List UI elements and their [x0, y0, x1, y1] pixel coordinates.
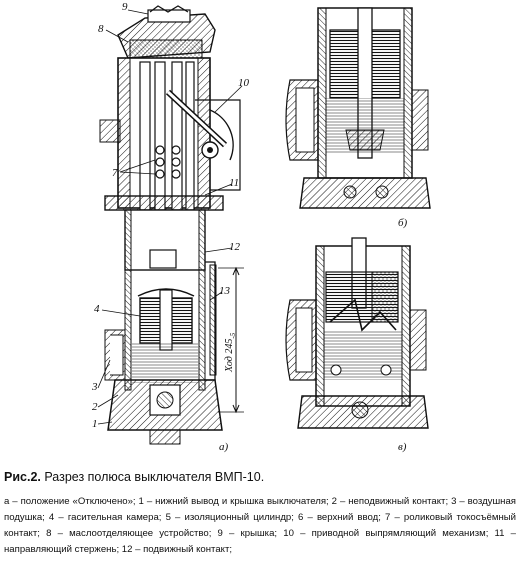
callout-12: 12: [229, 241, 241, 253]
caption-legend: а – положение «Отключено»; 1 – нижний вы…: [4, 494, 516, 558]
callout-4: 4: [94, 303, 100, 315]
callout-7: 7: [112, 167, 118, 179]
legend-line-1: а – положение «Отключено»; 1 – нижний вы…: [4, 496, 449, 507]
svg-text:Ход 245-5: Ход 245-5: [224, 332, 237, 373]
callout-1: 1: [92, 418, 98, 430]
callout-8: 8: [98, 23, 104, 35]
legend-line-3: 7 – роликовый токосъёмный контакт; 8 – м…: [4, 512, 516, 555]
callout-9: 9: [122, 1, 128, 13]
legend-line-2: 3 – воздушная подушка; 4 – гасительная к…: [4, 496, 516, 523]
view-c-label: в): [398, 441, 407, 453]
callout-2: 2: [92, 401, 98, 413]
callout-11: 11: [229, 177, 239, 189]
stroke-dimension-sub: -5: [229, 332, 237, 338]
view-a-section: Ход 245-5 9 8 10 7 11 12 13 4 3 2 1 а): [91, 1, 250, 453]
view-a-label: а): [219, 441, 229, 453]
view-c-section: в): [285, 237, 429, 453]
figure-caption: Рис.2. Разрез полюса выключателя ВМП-10.…: [4, 470, 516, 558]
callout-13: 13: [219, 285, 231, 297]
view-b-section: б): [285, 7, 431, 229]
callout-10: 10: [238, 77, 250, 89]
stroke-dimension-label: Ход 245: [224, 339, 235, 373]
callout-3: 3: [91, 381, 98, 393]
breaker-section-diagram: Ход 245-5 9 8 10 7 11 12 13 4 3 2 1 а): [91, 1, 431, 453]
caption-title-text: Разрез полюса выключателя ВМП-10.: [40, 470, 265, 484]
caption-title: Рис.2. Разрез полюса выключателя ВМП-10.: [4, 470, 516, 484]
caption-title-prefix: Рис.2.: [4, 470, 41, 484]
view-b-label: б): [398, 217, 408, 229]
